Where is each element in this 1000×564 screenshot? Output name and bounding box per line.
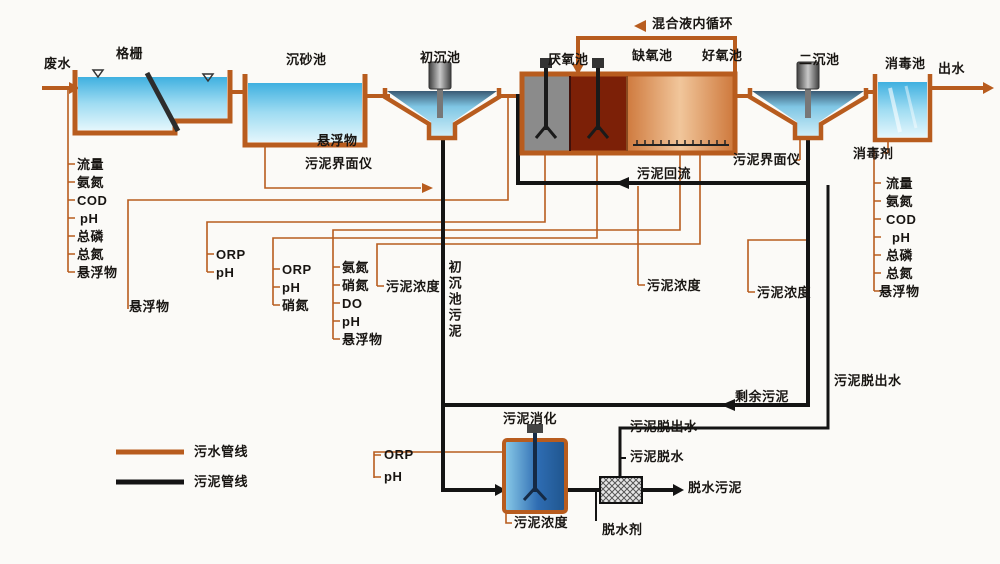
label-influent-sensor-tn: 总氮 (77, 247, 105, 262)
label-digester-orp: ORP (384, 447, 414, 462)
sludge-digester-tank (502, 424, 568, 514)
label-aerobic: 好氧池 (702, 48, 743, 63)
label-influent-sensor-cod: COD (77, 193, 108, 208)
mixer-motor-icon (540, 58, 552, 68)
label-mlss-aerobic: 污泥浓度 (386, 279, 441, 294)
water-level-icon (91, 69, 105, 79)
bioreactor (519, 58, 738, 156)
mixer-impeller-icon (586, 123, 610, 139)
digester-feed-arrow (495, 484, 506, 496)
label-anoxic-ph: pH (282, 280, 301, 295)
sewage-arrows (69, 20, 994, 193)
label-anaerobic-orp: ORP (216, 247, 246, 262)
label-dewatered-sludge: 脱水污泥 (688, 480, 743, 495)
label-mlss-digester: 污泥浓度 (514, 515, 569, 530)
label-digester-ph: pH (384, 469, 403, 484)
label-digester: 污泥消化 (503, 411, 558, 426)
clarifier-shaft (805, 88, 811, 118)
label-aerobic-do: DO (342, 296, 363, 311)
label-disinfectant: 消毒剂 (853, 146, 894, 161)
sludge-pipes (441, 94, 830, 521)
label-influent-sensor-flow: 流量 (77, 157, 105, 172)
dewatered-sludge-arrow (673, 484, 684, 496)
mixer-impeller-icon (522, 485, 548, 502)
label-influent-sensor-tp: 总磷 (77, 229, 105, 244)
disinfection-tank (872, 74, 933, 143)
label-dewater-agent: 脱水剂 (602, 522, 643, 537)
label-effluent-sensor-ph: pH (892, 230, 911, 245)
label-ss-primary: 悬浮物 (317, 133, 358, 148)
dewatering-unit (599, 476, 643, 504)
mixer-motor-icon (527, 424, 543, 433)
label-grit: 沉砂池 (286, 52, 327, 67)
label-secondary: 二沉池 (799, 52, 840, 67)
clarifier-motor-icon (428, 61, 452, 90)
aerobic-zone (627, 76, 733, 151)
recycle-down-arrow (572, 64, 584, 75)
label-primary-sludge: 初沉池污泥 (446, 260, 462, 340)
label-effluent: 出水 (938, 61, 966, 76)
label-anoxic-no3: 硝氮 (282, 298, 310, 313)
interface-signal-arrow (422, 183, 433, 193)
label-sludge-dewatering: 污泥脱水 (630, 449, 685, 464)
label-aerobic-no3: 硝氮 (342, 278, 370, 293)
label-ss-after-screen: 悬浮物 (129, 299, 170, 314)
label-mlss-return: 污泥浓度 (647, 278, 702, 293)
label-aerobic-nh3: 氨氮 (342, 260, 370, 275)
recycle-label-arrow (634, 20, 646, 32)
excess-sludge-arrow (721, 399, 735, 411)
label-screen: 格栅 (116, 46, 144, 61)
label-effluent-sensor-tp: 总磷 (886, 248, 914, 263)
label-anaerobic: 厌氧池 (548, 52, 589, 67)
label-effluent-sensor-ss: 悬浮物 (879, 284, 920, 299)
label-anoxic-orp: ORP (282, 262, 312, 277)
effluent-arrow (983, 82, 994, 94)
label-primary: 初沉池 (420, 50, 461, 65)
label-anaerobic-ph: pH (216, 265, 235, 280)
sludge-return-arrow (615, 177, 629, 189)
label-effluent-sensor-flow: 流量 (886, 176, 914, 191)
legend-lines (116, 449, 184, 485)
diffuser-teeth-icon (636, 140, 726, 145)
screen-bar-icon (144, 71, 181, 133)
clarifier-shaft (437, 88, 443, 118)
label-reject-water-right: 污泥脱出水 (834, 373, 902, 388)
label-interface-primary: 污泥界面仪 (305, 156, 373, 171)
label-sludge-return: 污泥回流 (637, 166, 692, 181)
label-internal-recycle: 混合液内循环 (652, 16, 734, 31)
sludge-arrows (495, 177, 735, 496)
label-legend-sewage: 污水管线 (194, 444, 249, 459)
label-interface-secondary: 污泥界面仪 (733, 152, 801, 167)
mixer-impeller-icon (534, 123, 558, 139)
label-influent-sensor-ss: 悬浮物 (77, 265, 118, 280)
label-mlss-secondary: 污泥浓度 (757, 285, 812, 300)
mixer-motor-icon (592, 58, 604, 68)
label-effluent-sensor-cod: COD (886, 212, 917, 227)
label-influent-sensor-nh3: 氨氮 (77, 175, 105, 190)
primary-clarifier (382, 61, 502, 141)
grit-chamber-tank (242, 74, 368, 148)
secondary-clarifier (747, 61, 869, 141)
sensor-signal-lines (67, 90, 889, 524)
label-influent-sensor-ph: pH (80, 211, 99, 226)
label-anoxic: 缺氧池 (632, 48, 673, 63)
label-effluent-sensor-tn: 总氮 (886, 266, 914, 281)
label-reject-water: 污泥脱出水 (630, 419, 698, 434)
label-influent: 废水 (44, 56, 72, 71)
label-excess-sludge: 剩余污泥 (735, 389, 790, 404)
water-level-icon (201, 73, 215, 83)
screen-tank (72, 69, 233, 136)
label-effluent-sensor-nh3: 氨氮 (886, 194, 914, 209)
label-disinfection: 消毒池 (885, 56, 926, 71)
label-aerobic-ss: 悬浮物 (342, 332, 383, 347)
label-legend-sludge: 污泥管线 (194, 474, 249, 489)
label-aerobic-ph: pH (342, 314, 361, 329)
clarifier-motor-icon (796, 61, 820, 90)
